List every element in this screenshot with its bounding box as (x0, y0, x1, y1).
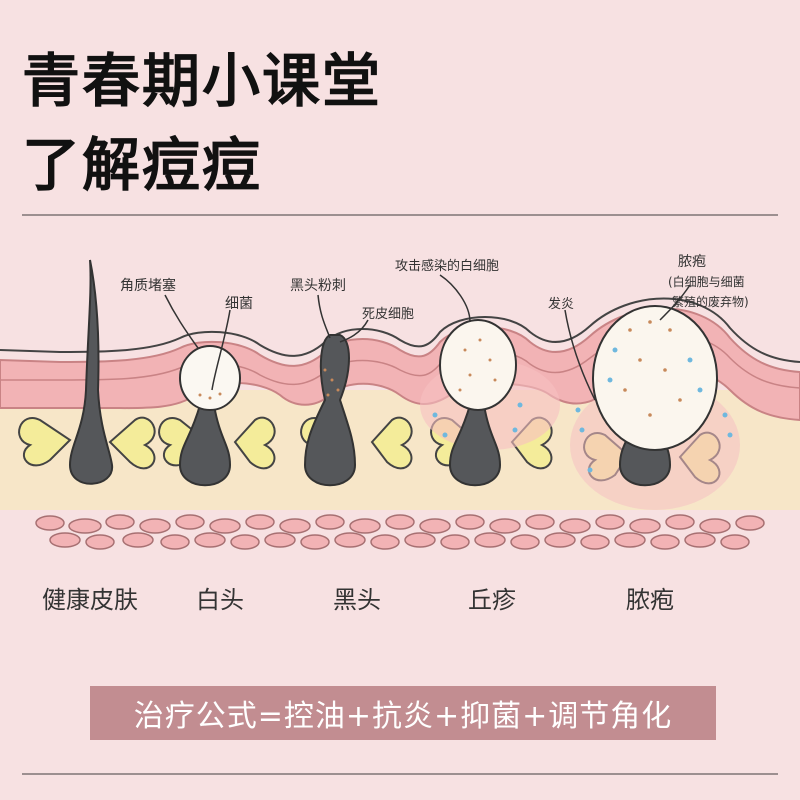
label-keratin-plug: 角质堵塞 (120, 277, 176, 294)
label-dead-skin: 死皮细胞 (362, 307, 414, 322)
stage-label: 黑头 (333, 586, 381, 614)
stage-label: 丘疹 (468, 586, 516, 614)
label-pustule-note: 脓疱 (678, 253, 706, 270)
acne-stages-diagram: 角质堵塞 细菌 黑头粉刺 死皮细胞 攻击感染的白细胞 发炎 脓疱 (白细胞与细菌… (0, 253, 800, 614)
label-white-cells: 攻击感染的白细胞 (395, 258, 499, 274)
stage-label: 白头 (196, 586, 244, 614)
whitehead-plug (179, 345, 241, 411)
page-title: 青春期小课堂 (22, 47, 383, 115)
stage-label: 脓疱 (626, 586, 674, 614)
label-blackhead-acne: 黑头粉刺 (290, 278, 346, 294)
connective-tissue (35, 514, 765, 550)
page-subtitle: 了解痘痘 (22, 131, 263, 199)
label-pustule-note: (白细胞与细菌 (668, 274, 745, 289)
label-pustule-note: 繁殖的废弃物) (672, 294, 749, 309)
bottom-divider (22, 773, 778, 775)
cell-speckles (198, 320, 682, 417)
stage-labels: 健康皮肤 白头 黑头 丘疹 脓疱 (42, 586, 674, 614)
stage-label: 健康皮肤 (42, 586, 138, 614)
papule (439, 319, 517, 411)
bacteria-dots (432, 347, 733, 473)
label-bacteria: 细菌 (225, 296, 253, 312)
treatment-formula: 治疗公式=控油+抗炎+抑菌+调节角化 (90, 686, 716, 740)
leader-lines (164, 274, 691, 401)
pustule (592, 305, 718, 451)
label-inflammation: 发炎 (548, 296, 574, 312)
top-divider (22, 214, 778, 216)
